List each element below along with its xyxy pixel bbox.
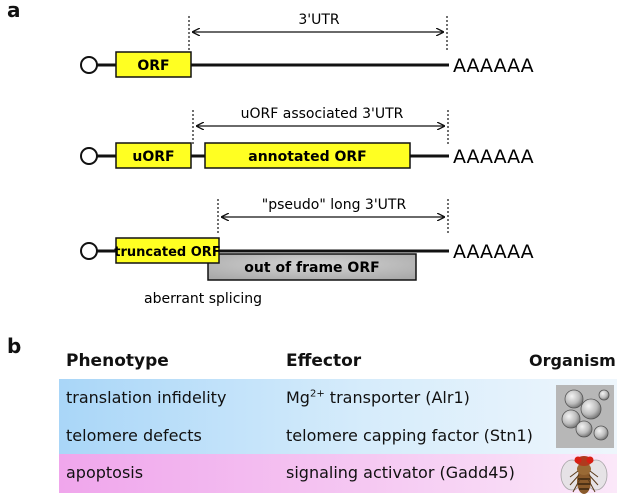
table-row-1-effector: Mg2+ transporter (Alr1) [286,388,470,407]
yeast-row-band [59,379,617,454]
truncated-orf-label: truncated ORF [114,245,220,260]
utr-span-label: "pseudo" long 3'UTR [262,197,407,213]
transcript-diagram: 3'UTR ORF AAAAAA uORF associated 3'UTR u… [80,12,534,307]
yeast-cells-icon [556,385,614,448]
panel-a-letter: a [7,0,21,22]
table-row-3-effector: signaling activator (Gadd45) [286,463,515,482]
orf-box [115,51,192,78]
aberrant-splicing-note: aberrant splicing [144,291,262,307]
cap-icon [80,56,98,74]
polya-tail: AAAAAA [453,146,534,168]
effector-superscript: 2+ [309,388,325,400]
table-row-3-phenotype: apoptosis [66,463,144,482]
table-row-2-phenotype: telomere defects [66,426,202,445]
table-row-2-effector: telomere capping factor (Stn1) [286,426,533,445]
cap-icon [80,147,98,165]
uorf-label: uORF [132,149,174,165]
polya-tail: AAAAAA [453,241,534,263]
annotated-orf-box [204,142,411,169]
transcript-row-3: "pseudo" long 3'UTR out of frame ORF tru… [80,197,534,307]
table-row-1-phenotype: translation infidelity [66,388,227,407]
cap-icon [80,242,98,260]
effector-text-cont: transporter (Alr1) [324,388,470,407]
panel-b-letter: b [7,334,22,358]
header-organism: Organism [529,351,616,370]
transcript-row-2: uORF associated 3'UTR uORF annotated ORF… [80,106,534,169]
transcript-row-1: 3'UTR ORF AAAAAA [80,12,534,78]
utr-span-label: uORF associated 3'UTR [241,106,404,122]
header-effector: Effector [286,351,362,371]
utr-span-label: 3'UTR [298,12,340,28]
uorf-box [115,142,192,169]
orf-label: ORF [137,58,169,74]
header-phenotype: Phenotype [66,351,169,371]
polya-tail: AAAAAA [453,55,534,77]
annotated-orf-label: annotated ORF [248,149,366,165]
truncated-orf-box [115,237,220,264]
fruit-fly-icon [560,456,608,494]
effector-text: Mg [286,388,310,407]
out-of-frame-orf-label: out of frame ORF [244,260,379,276]
fly-row-band [59,454,617,493]
out-of-frame-orf-box [207,253,417,281]
